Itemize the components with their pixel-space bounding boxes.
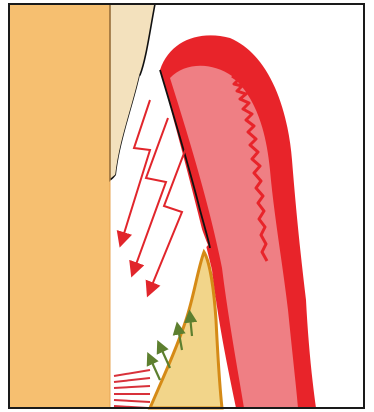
tooth-root xyxy=(10,4,110,408)
